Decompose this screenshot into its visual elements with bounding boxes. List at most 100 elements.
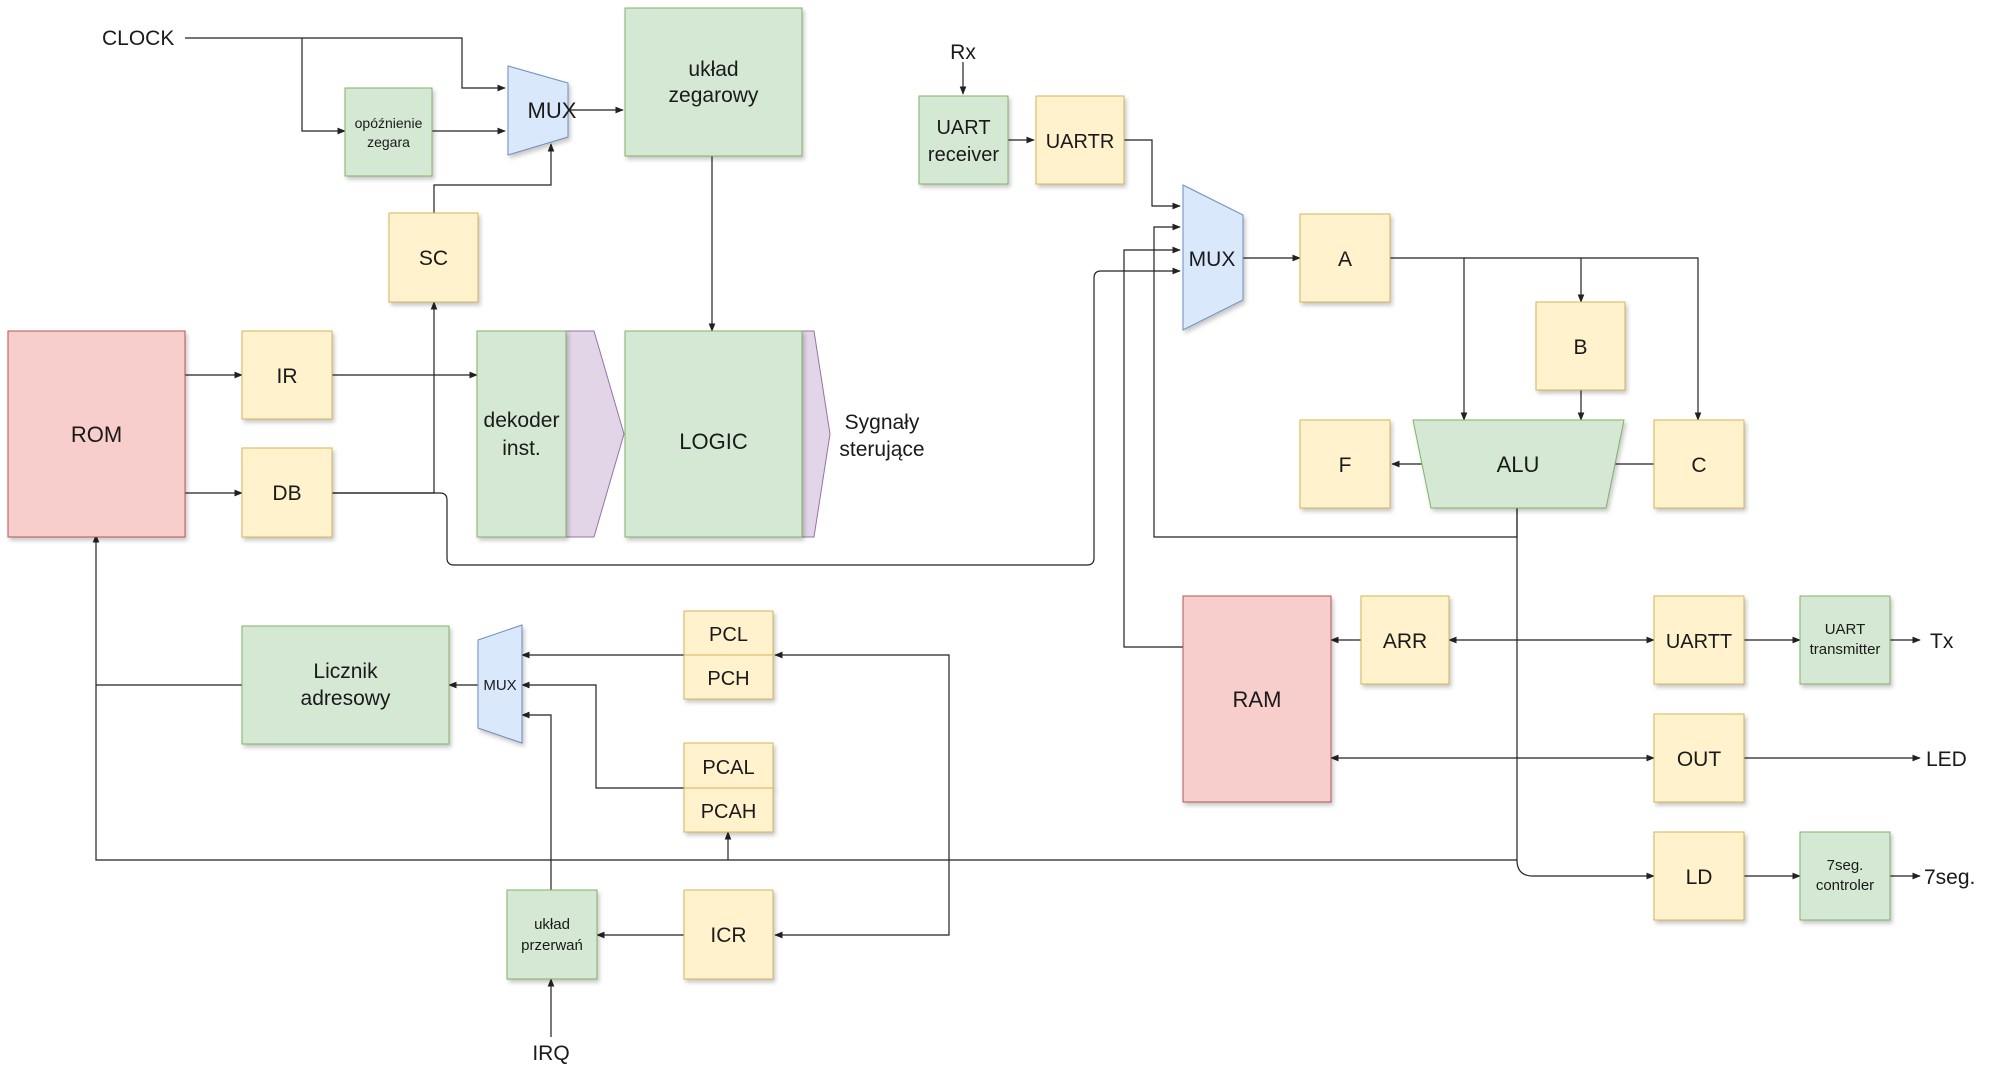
clock-unit-label-line1: układ	[688, 58, 738, 81]
address-counter-label-line1: Licznik	[313, 660, 378, 683]
alu-label: ALU	[1497, 452, 1540, 477]
clock-mux: MUX	[507, 65, 577, 156]
wire-clock-to-delay	[301, 38, 346, 135]
uart-receiver-label-line2: receiver	[928, 144, 999, 166]
wire-a-to-alu	[1390, 257, 1468, 421]
signal-labels: CLOCK Rx IRQ Sygnały sterujące Tx LED 7s…	[102, 27, 1975, 1065]
register-a-label: A	[1338, 248, 1352, 271]
data-mux: MUX	[1182, 184, 1244, 331]
arr-register: ARR	[1360, 595, 1450, 685]
wire-a-to-b	[1464, 257, 1585, 303]
ld-register: LD	[1653, 831, 1745, 921]
interrupt-unit-label-line1: układ	[534, 916, 570, 933]
wire-uartr-to-data-mux	[1124, 139, 1181, 210]
db-label: DB	[272, 482, 301, 505]
sc-label: SC	[419, 247, 448, 270]
icr-label: ICR	[710, 924, 746, 947]
seg-controller-label-line2: controler	[1816, 877, 1874, 894]
pcal-register: PCAL	[683, 742, 774, 789]
arr-label: ARR	[1383, 630, 1427, 653]
ram-block: RAM	[1182, 595, 1332, 803]
wire-bus-to-ld	[1516, 859, 1655, 880]
seg-controller-label-line1: 7seg.	[1827, 857, 1864, 874]
wire-sc-to-mux	[433, 143, 555, 213]
clock-mux-label: MUX	[528, 98, 577, 123]
pcal-label: PCAL	[702, 757, 754, 779]
uart-transmitter-block: UART transmitter	[1799, 595, 1891, 685]
uartr-register: UARTR	[1035, 95, 1125, 185]
wire-pcal-to-address-mux	[521, 681, 684, 789]
led-signal-label: LED	[1926, 748, 1967, 771]
register-f: F	[1299, 419, 1391, 509]
uart-receiver-label-line1: UART	[936, 117, 990, 139]
wire-interrupt-to-address-mux	[521, 711, 552, 890]
wire-a-to-c	[1581, 257, 1702, 421]
uartt-register: UARTT	[1653, 595, 1745, 685]
clock-signal-label: CLOCK	[102, 27, 174, 50]
wire-bus-to-pcl	[774, 651, 950, 860]
uartt-label: UARTT	[1666, 631, 1732, 653]
blocks: opóźnienie zegara MUX układ zegarowy SC …	[7, 7, 1891, 980]
logic-label: LOGIC	[679, 429, 748, 454]
address-counter-label-line2: adresowy	[301, 687, 391, 710]
interrupt-unit-block: układ przerwań	[506, 889, 598, 980]
out-label: OUT	[1677, 748, 1722, 771]
decoder-label-line2: inst.	[502, 437, 541, 460]
rom-label: ROM	[71, 422, 122, 447]
clock-delay-label-line1: opóźnienie	[355, 115, 423, 131]
out-register: OUT	[1653, 713, 1745, 803]
wire-db-to-sc	[332, 301, 438, 494]
register-b: B	[1535, 301, 1626, 391]
register-b-label: B	[1573, 336, 1587, 359]
pcl-register: PCL	[683, 610, 774, 656]
address-counter-block: Licznik adresowy	[241, 625, 450, 745]
pch-label: PCH	[707, 668, 749, 690]
icr-register: ICR	[683, 889, 774, 980]
logic-block: LOGIC	[624, 330, 803, 538]
data-mux-label: MUX	[1189, 248, 1236, 271]
clock-unit-label-line2: zegarowy	[669, 84, 759, 107]
interrupt-unit-label-line2: przerwań	[521, 937, 583, 954]
ld-label: LD	[1686, 866, 1713, 889]
clock-delay-label-line2: zegara	[367, 134, 410, 150]
seg7-signal-label: 7seg.	[1924, 866, 1975, 889]
clock-delay-block: opóźnienie zegara	[344, 87, 433, 177]
register-c: C	[1653, 419, 1745, 509]
clock-unit-block: układ zegarowy	[624, 7, 803, 157]
db-register: DB	[241, 447, 333, 538]
wire-db-to-data-mux	[332, 267, 1181, 566]
address-mux: MUX	[477, 624, 523, 744]
uartr-label: UARTR	[1046, 131, 1115, 153]
wires	[92, 37, 1921, 1037]
register-a: A	[1299, 213, 1391, 303]
rx-signal-label: Rx	[950, 41, 976, 64]
wire-bus-to-pcah	[92, 534, 949, 861]
alu-block: ALU	[1412, 419, 1625, 509]
rom-block: ROM	[7, 330, 186, 538]
wire-ram-to-data-mux	[1123, 246, 1183, 648]
decoder-arrow	[565, 330, 625, 538]
control-signals-label-line1: Sygnały	[845, 411, 920, 434]
pch-register: PCH	[683, 654, 774, 700]
pcl-label: PCL	[709, 624, 748, 646]
uart-transmitter-label-line2: transmitter	[1810, 641, 1881, 658]
pcah-label: PCAH	[701, 801, 757, 823]
control-signals-label-line2: sterujące	[839, 438, 924, 461]
address-mux-label: MUX	[483, 677, 516, 694]
ram-label: RAM	[1233, 687, 1282, 712]
wire-alu-output-bus	[774, 508, 1518, 939]
ir-register: IR	[241, 330, 333, 420]
seg-controller-block: 7seg. controler	[1799, 831, 1891, 921]
irq-signal-label: IRQ	[532, 1042, 569, 1065]
logic-arrow	[801, 330, 831, 538]
pcah-register: PCAH	[683, 787, 774, 833]
wire-clock-to-mux	[185, 37, 506, 92]
decoder-block: dekoder inst.	[476, 330, 567, 538]
register-c-label: C	[1691, 454, 1706, 477]
decoder-label-line1: dekoder	[484, 409, 560, 432]
tx-signal-label: Tx	[1930, 630, 1954, 653]
uart-transmitter-label-line1: UART	[1825, 621, 1866, 638]
uart-receiver-block: UART receiver	[918, 95, 1009, 185]
sc-register: SC	[388, 212, 479, 303]
